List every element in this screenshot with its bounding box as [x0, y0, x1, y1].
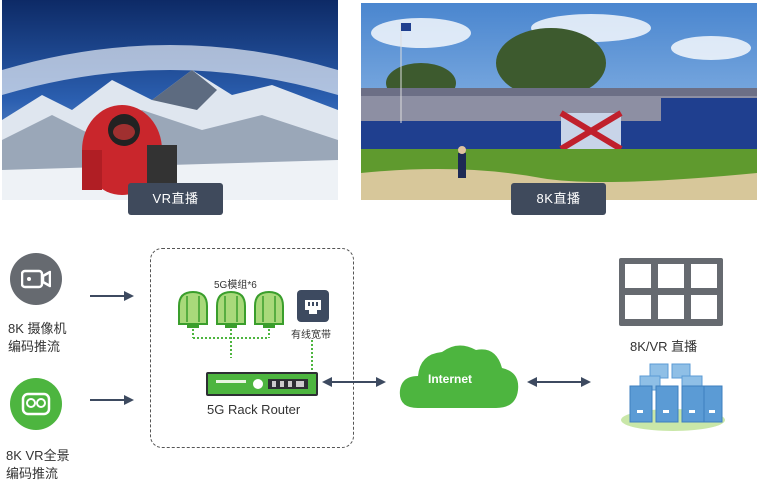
router-cloud-arrow — [322, 377, 386, 387]
antenna-module-icon — [254, 290, 284, 328]
camera-label: 8K 摄像机 编码推流 — [8, 320, 67, 356]
camera-label-line2: 编码推流 — [8, 339, 61, 354]
cloud-dest-arrow — [527, 377, 591, 387]
wired-label: 有线宽带 — [291, 330, 331, 341]
vr-label-line2: 编码推流 — [6, 466, 59, 481]
antenna-modules — [178, 290, 284, 358]
vr-headset-icon — [10, 378, 62, 430]
vr-to-router-arrow — [90, 395, 134, 405]
destination-label: 8K/VR 直播 — [630, 339, 698, 354]
camera-icon — [10, 253, 62, 305]
antenna-module-icon — [178, 290, 208, 328]
wired-connector — [311, 340, 313, 370]
ethernet-port-icon — [297, 290, 329, 322]
router-label: 5G Rack Router — [207, 402, 301, 417]
video-wall-icon — [619, 258, 723, 326]
modules-label: 5G模组*6 — [214, 280, 257, 291]
router-group-box — [150, 248, 354, 448]
vr-live-photo — [2, 0, 338, 200]
camera-to-router-arrow — [90, 291, 134, 301]
vr-label: 8K VR全景 编码推流 — [6, 447, 70, 483]
vr-label-line1: 8K VR全景 — [6, 448, 70, 463]
antenna-module-icon — [216, 290, 246, 328]
server-cluster-icon — [621, 363, 725, 431]
8k-live-photo — [361, 3, 757, 200]
cloud-label: Internet — [428, 372, 473, 386]
vr-live-caption: VR直播 — [128, 183, 223, 215]
camera-label-line1: 8K 摄像机 — [8, 321, 67, 336]
router-icon — [206, 372, 318, 396]
cloud-icon — [399, 345, 519, 408]
8k-live-caption: 8K直播 — [511, 183, 606, 215]
